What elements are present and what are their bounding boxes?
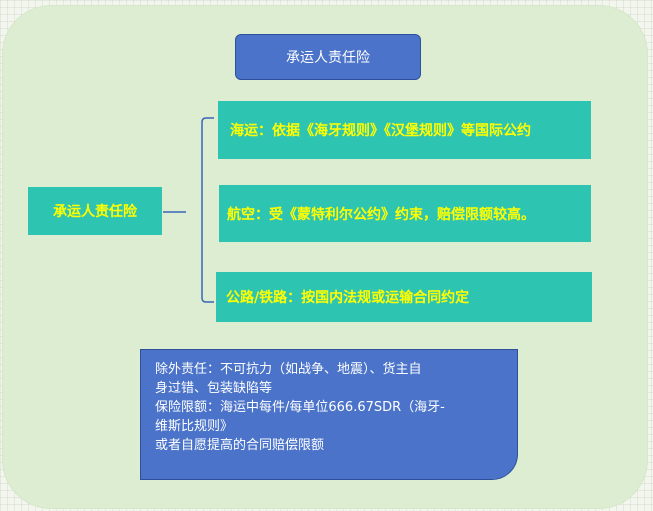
note-line: 或者自愿提高的合同赔偿限额 bbox=[155, 438, 325, 453]
branch-air: 航空：受《蒙特利尔公约》约束，赔偿限额较高。 bbox=[219, 185, 591, 242]
branch-road-rail: 公路/铁路：按国内法规或运输合同约定 bbox=[216, 272, 592, 322]
bracket-curly bbox=[201, 117, 214, 303]
branch-air-label: 航空：受《蒙特利尔公约》约束，赔偿限额较高。 bbox=[227, 206, 535, 223]
branch-sea-label: 海运：依据《海牙规则》《汉堡规则》等国际公约 bbox=[230, 123, 531, 139]
branch-road-rail-label: 公路/铁路：按国内法规或运输合同约定 bbox=[226, 290, 470, 306]
note-line: 保险限额：海运中每件/每单位666.67SDR（海牙- bbox=[155, 400, 445, 415]
note-line: 除外责任：不可抗力（如战争、地震）、货主自 bbox=[155, 362, 422, 377]
branch-sea: 海运：依据《海牙规则》《汉堡规则》等国际公约 bbox=[218, 101, 591, 159]
note-line: 身过错、包装缺陷等 bbox=[155, 381, 273, 396]
diagram-title: 承运人责任险 bbox=[235, 34, 421, 80]
root-node: 承运人责任险 bbox=[28, 187, 162, 235]
note-line: 维斯比规则》 bbox=[155, 419, 234, 434]
exclusions-note: 除外责任：不可抗力（如战争、地震）、货主自 身过错、包装缺陷等 保险限额：海运中… bbox=[140, 349, 518, 480]
